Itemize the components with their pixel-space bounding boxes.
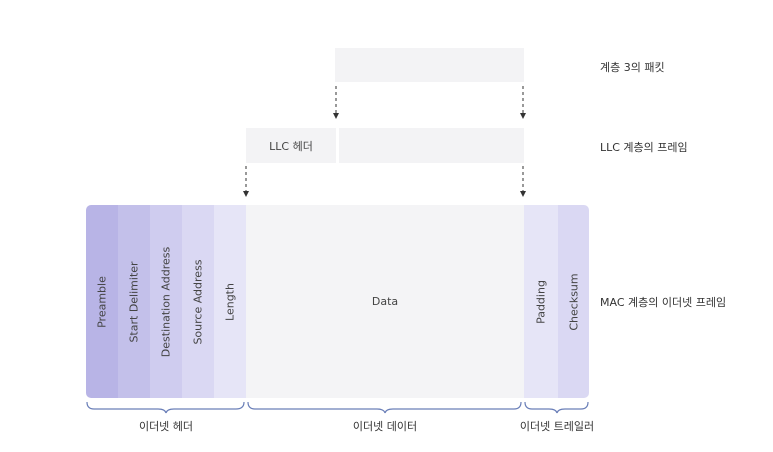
field-padding: Padding: [524, 205, 558, 398]
layer3-packet-label: 계층 3의 패킷: [600, 61, 665, 74]
bracket-data: [247, 401, 522, 414]
field-checksum: Checksum: [558, 205, 589, 398]
field-data: Data: [246, 205, 524, 398]
llc-header-label: LLC 헤더: [269, 139, 313, 153]
field-length: Length: [214, 205, 246, 398]
ethernet-data-label: 이더넷 데이터: [352, 420, 418, 433]
field-preamble: Preamble: [86, 205, 118, 398]
data-label: Data: [371, 295, 399, 308]
field-start-delimiter: Start Delimiter: [118, 205, 150, 398]
bracket-header: [86, 401, 245, 414]
field-destination-address: Destination Address: [150, 205, 182, 398]
bracket-trailer: [524, 401, 589, 414]
ethernet-trailer-label: 이더넷 트레일러: [519, 420, 595, 433]
layer3-packet-box: [335, 48, 524, 82]
llc-header-box: LLC 헤더: [246, 128, 336, 163]
llc-frame-label: LLC 계층의 프레임: [600, 141, 688, 154]
field-source-address: Source Address: [182, 205, 214, 398]
mac-frame-label: MAC 계층의 이더넷 프레임: [600, 296, 727, 309]
ethernet-header-label: 이더넷 헤더: [138, 420, 194, 433]
llc-payload-box: [339, 128, 524, 163]
